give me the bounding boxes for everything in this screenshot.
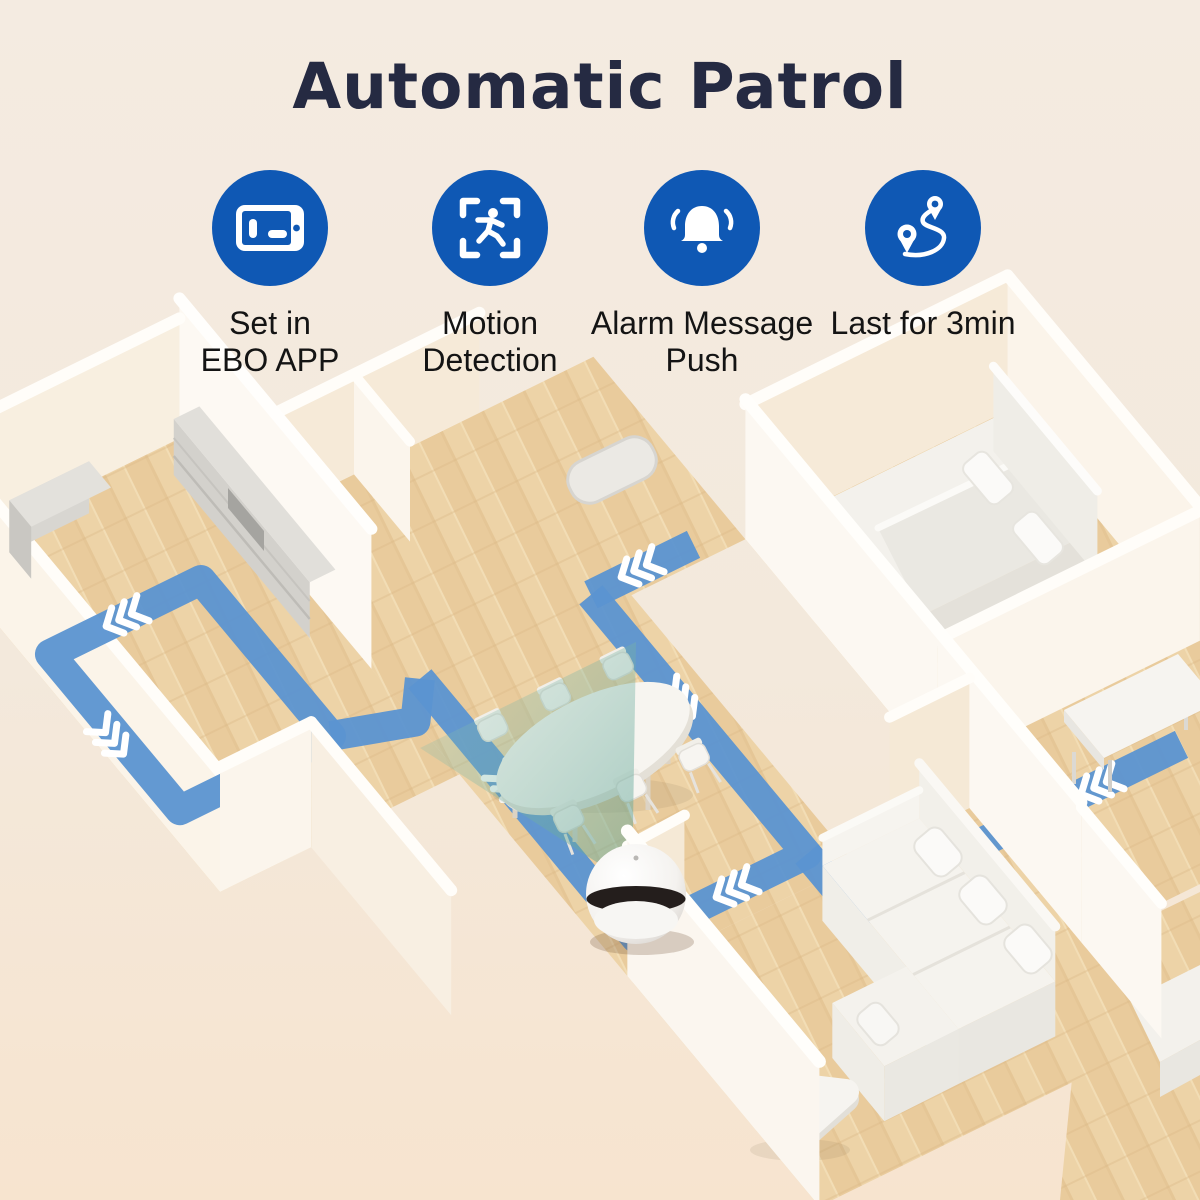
bathtub — [566, 435, 658, 505]
sofa-room-side-wall — [1081, 807, 1162, 1039]
center-tall-wall — [179, 298, 372, 669]
sofa — [818, 758, 1061, 1122]
side-table — [1064, 654, 1200, 792]
page-title: Automatic Patrol — [292, 50, 908, 123]
ebo-robot — [586, 844, 694, 955]
map-pin — [927, 196, 943, 220]
feature-duration: Last for 3min — [798, 170, 1048, 342]
alarm-bell-icon — [644, 170, 760, 286]
patrol-route-icon — [865, 170, 981, 286]
left-room-back-wall — [0, 318, 180, 527]
phone-app-icon — [212, 170, 328, 286]
patrol-path-hallway — [584, 530, 701, 609]
feature-label: Last for 3min — [830, 305, 1016, 341]
dresser — [9, 461, 111, 579]
corner-room — [1130, 965, 1200, 1097]
map-pin — [897, 224, 917, 253]
bedroom-side-wall — [745, 399, 938, 770]
tv-cabinet — [172, 406, 336, 639]
right-room-wall — [937, 629, 1082, 943]
robot-light-cone — [420, 642, 636, 885]
motion-detection-icon — [432, 170, 548, 286]
